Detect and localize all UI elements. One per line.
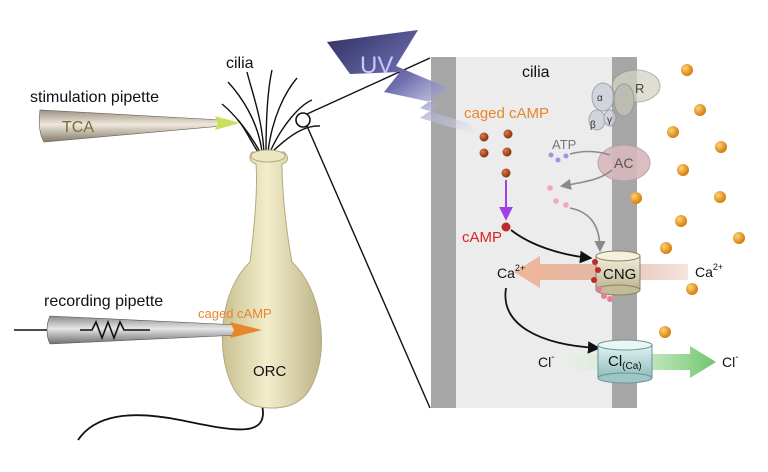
ac-to-camp-arrow — [559, 169, 613, 190]
calcium-charge-outside: 2+ — [713, 262, 723, 272]
atp-molecule — [548, 152, 554, 158]
chloride-charge-inside: - — [551, 352, 554, 363]
cilia-label-panel: cilia — [522, 64, 550, 81]
camp-molecule — [501, 222, 511, 232]
atp-molecule — [555, 157, 561, 163]
clca-label-sub: (Ca) — [622, 361, 641, 372]
zoom-line-bottom — [306, 125, 431, 409]
calcium-ion — [660, 242, 672, 254]
chloride-label-inside: Cl- — [538, 352, 555, 370]
camp-molecule-small — [553, 198, 559, 204]
clca-channel — [597, 339, 653, 384]
zoom-circle — [295, 112, 311, 128]
calcium-ion — [686, 283, 698, 295]
receptor-helix — [613, 83, 635, 117]
atp-to-ac-arrow — [569, 150, 611, 156]
camp-bound — [592, 259, 598, 265]
calcium-ion — [715, 141, 727, 153]
calcium-to-clca-arrow — [504, 287, 601, 354]
zoom-line-top — [306, 57, 431, 115]
calcium-ion — [677, 164, 689, 176]
chloride-label-outside-text: Cl — [722, 354, 735, 370]
calcium-ion — [667, 126, 679, 138]
clca-label-main: Cl — [608, 353, 622, 370]
calcium-ion — [630, 192, 642, 204]
stimulation-pipette — [38, 109, 223, 143]
calcium-ion — [675, 215, 687, 227]
calcium-ion — [714, 191, 726, 203]
recording-pipette-label: recording pipette — [44, 293, 163, 310]
adenylyl-cyclase — [597, 144, 651, 182]
caged-camp-label-left: caged cAMP — [198, 306, 272, 321]
camp-to-cng-gray-arrow — [569, 207, 606, 253]
beta-label: β — [590, 120, 596, 131]
caged-camp-molecule — [502, 147, 512, 157]
caged-camp-molecules — [479, 129, 513, 178]
cng-label: CNG — [603, 266, 636, 283]
clca-label: Cl(Ca) — [608, 353, 642, 372]
g-alpha — [591, 82, 615, 112]
uv-label: UV — [360, 52, 393, 79]
caged-camp-molecule — [479, 132, 489, 142]
calcium-label-inside-text: Ca — [497, 265, 515, 281]
caged-camp-molecule — [503, 129, 513, 139]
membrane-left — [431, 57, 456, 408]
caged-camp-molecule — [479, 148, 489, 158]
orc-label: ORC — [253, 363, 287, 380]
receptor-gprotein — [588, 69, 661, 131]
caged-camp-molecule — [501, 168, 511, 178]
calcium-ion — [733, 232, 745, 244]
cilia-lines — [221, 69, 321, 153]
calcium-charge-inside: 2+ — [515, 263, 525, 273]
extracellular-calcium — [630, 64, 745, 338]
stimulation-pipette-label: stimulation pipette — [30, 89, 159, 106]
gamma-label: γ — [607, 115, 612, 126]
camp-bound — [607, 296, 613, 302]
camp-bound — [596, 286, 602, 292]
camp-label: cAMP — [462, 229, 502, 246]
uv-bolt — [327, 30, 474, 134]
calcium-ion — [681, 64, 693, 76]
orc-cell — [221, 151, 322, 409]
alpha-label: α — [597, 93, 603, 104]
axon — [77, 404, 264, 441]
camp-from-ac — [547, 185, 569, 208]
calcium-label-outside: Ca2+ — [695, 262, 723, 280]
calcium-label-outside-text: Ca — [695, 264, 713, 280]
ac-label: AC — [614, 155, 633, 171]
recording-arrow — [230, 322, 262, 338]
camp-molecule-small — [547, 185, 553, 191]
resistor-icon — [80, 319, 150, 341]
caged-camp-label-panel: caged cAMP — [464, 105, 549, 122]
atp-label: ATP — [552, 137, 576, 152]
tca-label: TCA — [62, 119, 94, 136]
camp-to-cng-arrow — [510, 229, 593, 264]
cilia-label-left: cilia — [226, 55, 254, 72]
atp-molecules — [548, 152, 569, 163]
calcium-ion — [694, 104, 706, 116]
camp-bound-sites — [591, 259, 613, 302]
g-gamma — [603, 109, 617, 127]
chloride-label-outside: Cl- — [722, 352, 739, 370]
atp-molecule — [563, 153, 569, 159]
calcium-ion — [659, 326, 671, 338]
camp-molecule-small — [563, 202, 569, 208]
chloride-label-inside-text: Cl — [538, 354, 551, 370]
receptor-label: R — [635, 81, 644, 96]
camp-bound — [591, 277, 597, 283]
camp-bound — [601, 293, 607, 299]
stimulation-arrow — [215, 116, 240, 130]
dendritic-knob — [250, 149, 286, 163]
camp-bound — [595, 267, 601, 273]
chloride-charge-outside: - — [735, 352, 738, 363]
calcium-label-inside: Ca2+ — [497, 263, 525, 281]
